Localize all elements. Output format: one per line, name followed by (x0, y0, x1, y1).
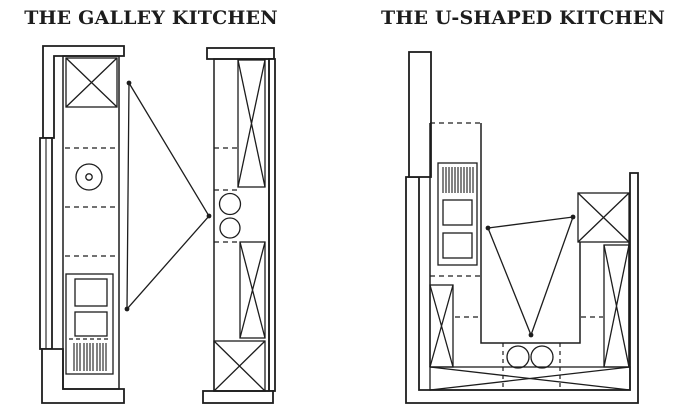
ushaped-work-triangle (485, 214, 576, 338)
galley-refrigerator-symbol (65, 57, 118, 108)
u-shaped-kitchen-plan (405, 51, 639, 404)
ushaped-range-symbol (437, 162, 478, 266)
ushaped-right-tall-cabinet-x (603, 244, 630, 368)
ushaped-refrigerator-symbol (577, 192, 630, 243)
u-shaped-kitchen-title: THE U-SHAPED KITCHEN (380, 7, 666, 29)
galley-left-counter-run (62, 55, 120, 390)
ushaped-counter-divisions (430, 275, 603, 390)
galley-counter-divisions-right (214, 147, 240, 243)
galley-base-cabinet-x-symbol (213, 340, 266, 392)
ushaped-walls (405, 51, 639, 404)
galley-tall-cabinet-lower (239, 241, 266, 339)
galley-tall-cabinet-upper (237, 59, 266, 188)
ushaped-left-base-cabinet-x (429, 284, 454, 368)
galley-sink-symbol (218, 192, 242, 239)
galley-round-fixture-symbol (75, 163, 103, 191)
galley-work-triangle (124, 80, 212, 312)
galley-kitchen-title: THE GALLEY KITCHEN (24, 7, 278, 29)
ushaped-bottom-cabinet-strip (429, 366, 631, 391)
galley-kitchen-plan (39, 45, 276, 404)
ushaped-sink-symbol (506, 345, 554, 369)
galley-range-symbol (65, 273, 114, 375)
